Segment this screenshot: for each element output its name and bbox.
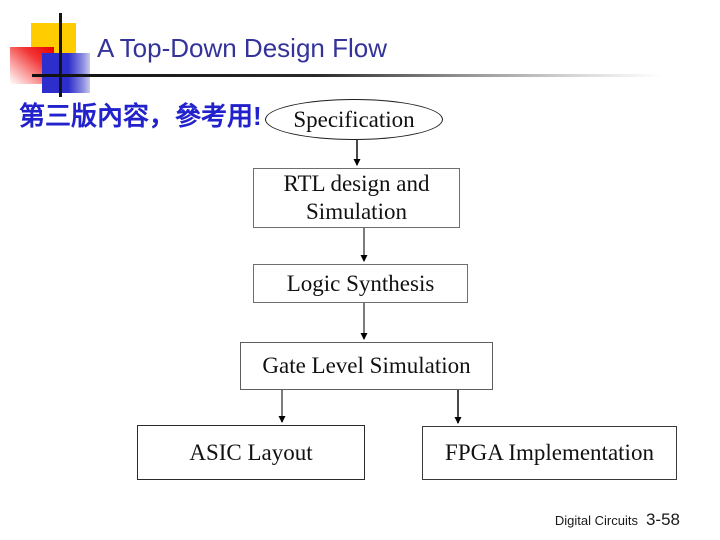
node-fpga-label: FPGA Implementation: [445, 440, 654, 465]
node-asic-layout: ASIC Layout: [137, 425, 365, 480]
node-fpga-implementation: FPGA Implementation: [422, 426, 677, 480]
logo-vertical-line: [59, 13, 62, 97]
node-gate-level-simulation: Gate Level Simulation: [240, 342, 493, 390]
title-underline: [32, 74, 662, 77]
footer: Digital Circuits 3-58: [380, 510, 680, 530]
logo-blue-square: [42, 53, 90, 93]
node-logic-label: Logic Synthesis: [286, 270, 435, 296]
note-text: 第三版內容，參考用!: [19, 101, 262, 131]
node-gate-label: Gate Level Simulation: [262, 353, 471, 378]
footer-course: Digital Circuits: [554, 513, 638, 528]
page-title: A Top-Down Design Flow: [97, 33, 387, 63]
node-asic-label: ASIC Layout: [189, 439, 313, 465]
node-rtl-label: RTL design and Simulation: [283, 171, 430, 224]
footer-page-number: 3-58: [645, 510, 680, 529]
node-logic-synthesis: Logic Synthesis: [253, 264, 468, 303]
node-rtl-design-and-simulation: RTL design and Simulation: [253, 168, 460, 228]
node-specification-label: Specification: [293, 106, 415, 132]
node-specification: Specification: [265, 99, 443, 140]
